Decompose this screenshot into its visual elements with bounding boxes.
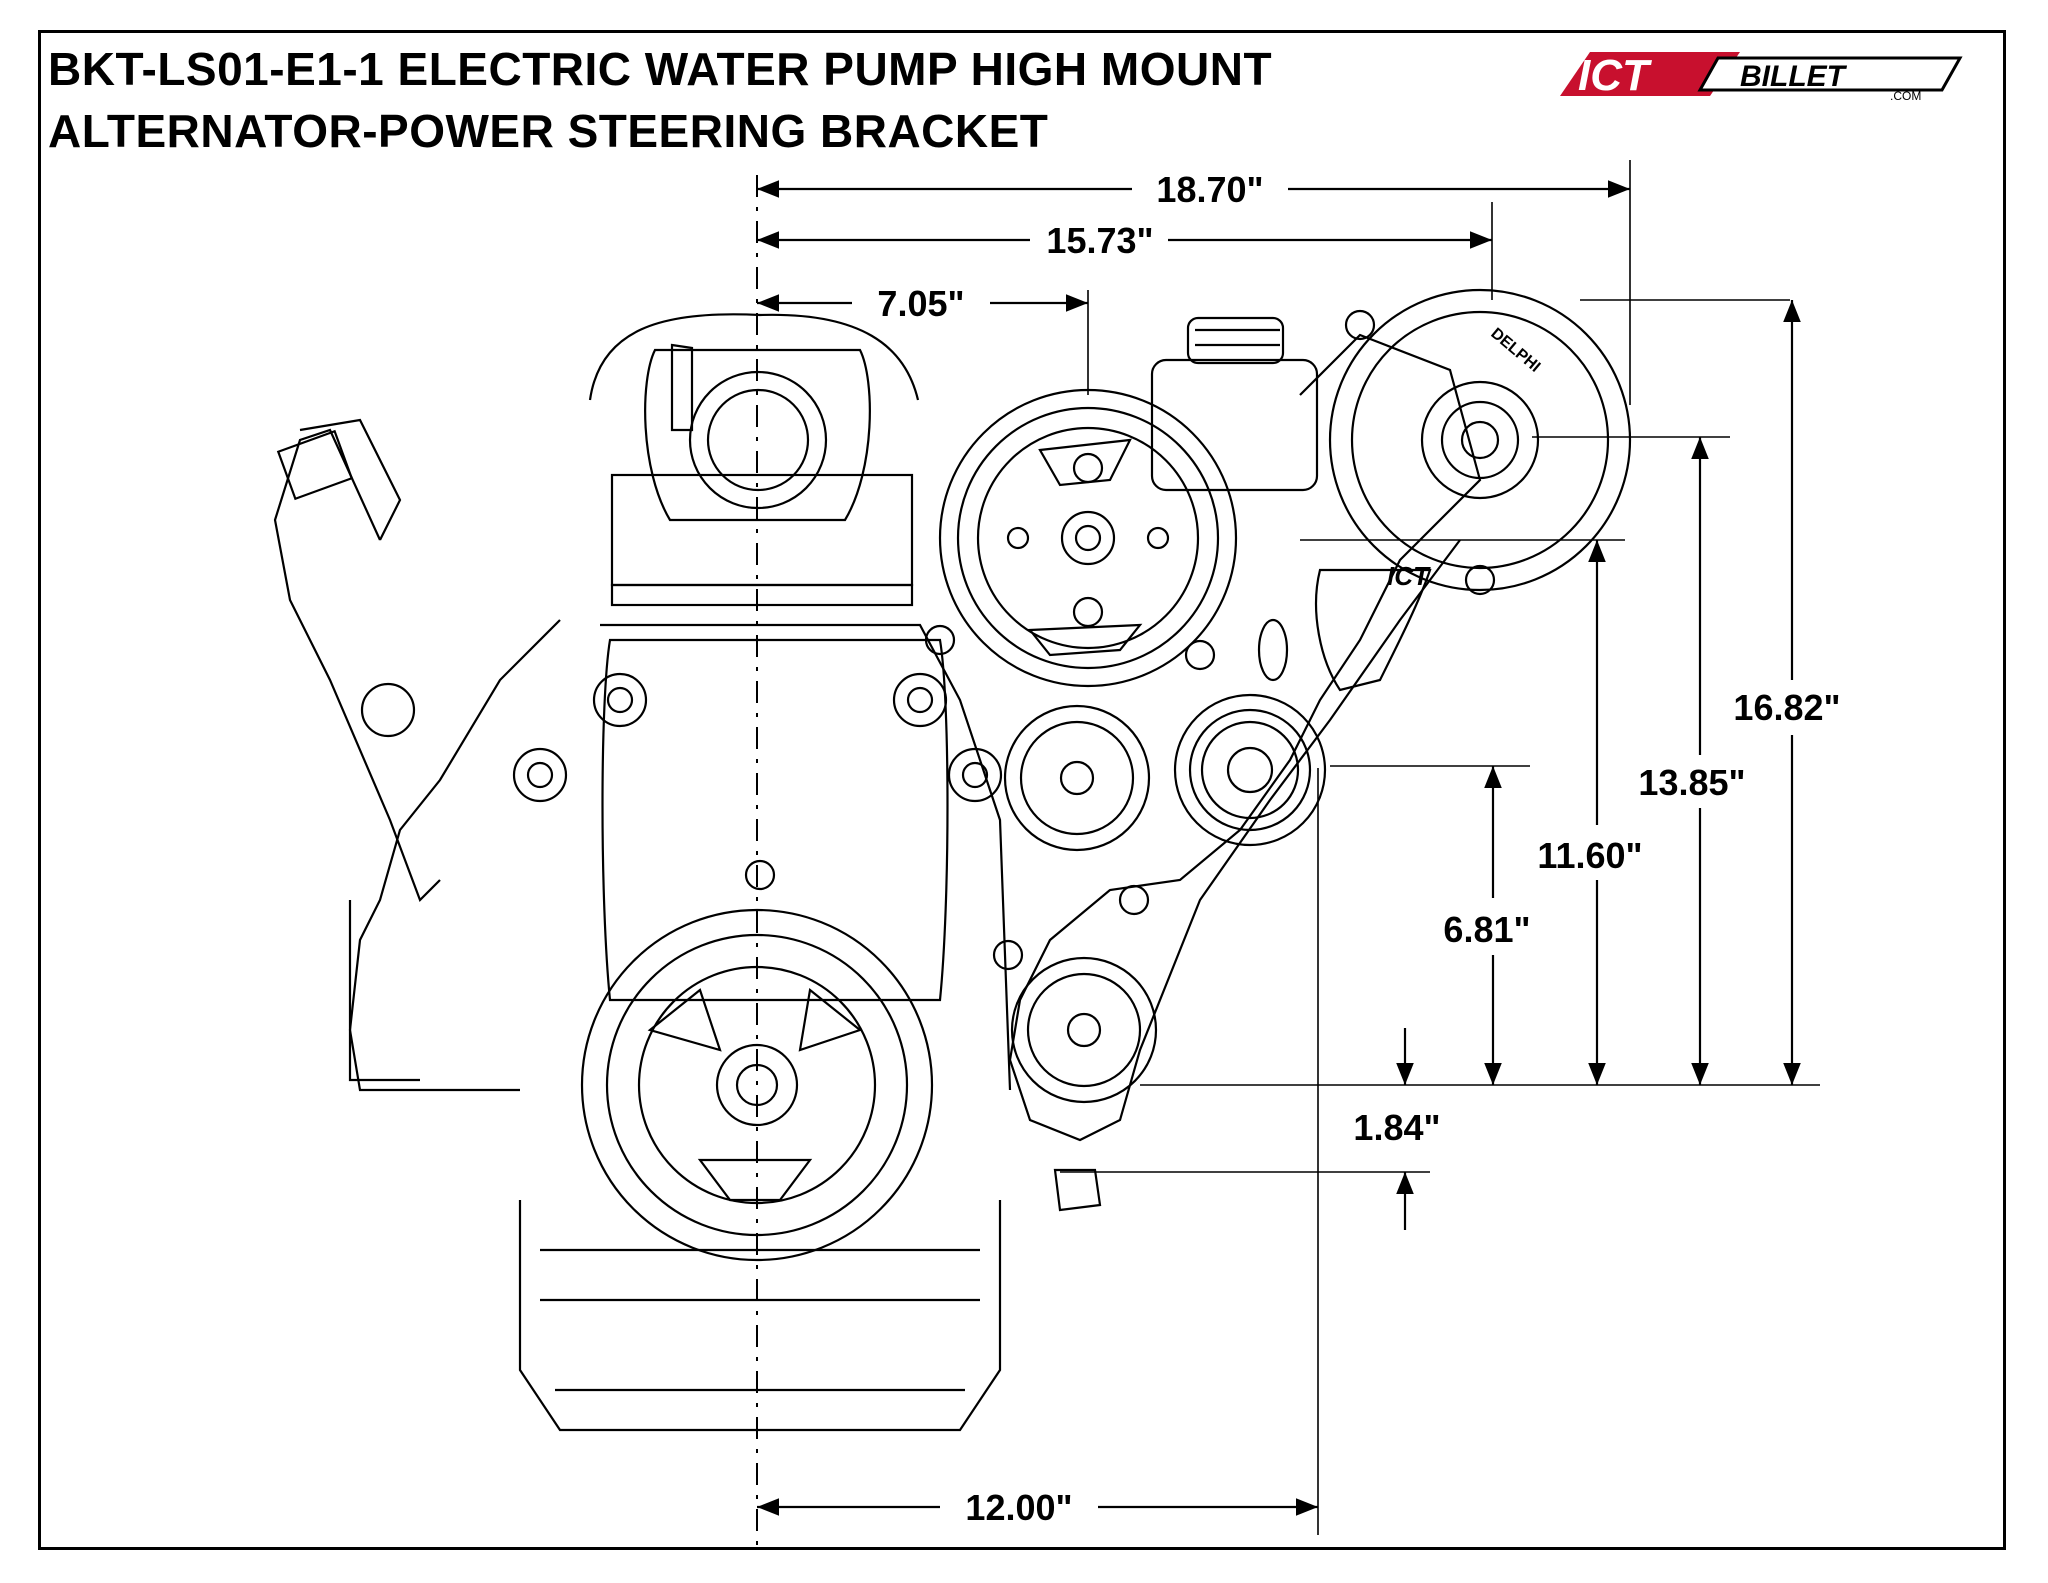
dim-12-00-label: 12.00" [965,1487,1072,1528]
dim-6-81-label: 6.81" [1443,909,1530,950]
bracket-slot [1257,618,1289,682]
dim-13-85-label: 13.85" [1638,762,1745,803]
alternator-pulley [1420,380,1540,500]
dimension-lines [757,180,1801,1516]
logo-suffix-text: .COM [1890,89,1921,103]
accessory-drive [924,288,1632,1212]
alternator-brand-text: DELPHI [1487,325,1543,376]
dim-7-05-label: 7.05" [877,283,964,324]
title-line-1: BKT-LS01-E1-1 ELECTRIC WATER PUMP HIGH M… [48,43,1273,95]
throttle-body-stem [670,343,694,432]
throttle-body-housing [644,348,871,522]
intake-manifold-outline [588,313,920,401]
power-steering-reservoir [1150,358,1319,492]
harmonic-balancer-outer [580,908,934,1262]
reservoir-cap [1186,316,1285,365]
timing-cover [601,638,949,1002]
block-left-side [348,619,561,1092]
block-top [600,623,1012,1091]
coil-pack [276,429,354,501]
logo-white-block [1697,56,1963,92]
oil-pan [518,1200,1002,1432]
engine-block [273,313,1012,1432]
dim-18-70-label: 18.70" [1156,169,1263,210]
dim-11-60-label: 11.60" [1537,835,1642,876]
title-line-2: ALTERNATOR-POWER STEERING BRACKET [48,105,1049,157]
bracket-stamp-text: ICT [1387,561,1431,591]
extension-lines [1060,160,1820,1535]
left-cylinder-head [273,428,441,902]
logo-wordmark-text: BILLET [1740,60,1848,93]
dim-16-82-label: 16.82" [1733,687,1840,728]
logo-red-block [1560,52,1740,96]
dim-15-73-label: 15.73" [1046,220,1153,261]
upper-left-idler-pulley [1003,704,1151,852]
tensioner-pulley [1173,693,1327,847]
logo-brand-text: ICT [1578,51,1652,100]
crank-hub [715,1043,799,1127]
ict-billet-logo: ICT BILLET .COM [1560,51,1963,103]
bracket-cutout [1314,568,1432,692]
power-steering-pulley-outer [938,388,1238,688]
dim-1-84-label: 1.84" [1353,1107,1440,1148]
lower-idler-pulley [1010,956,1158,1104]
motor-mount-left [348,900,420,1082]
power-steering-pulley-hub [1060,510,1116,566]
bracket-plate [1008,333,1482,1142]
alternator-body [1328,288,1632,592]
drawing-border [38,30,2006,1550]
